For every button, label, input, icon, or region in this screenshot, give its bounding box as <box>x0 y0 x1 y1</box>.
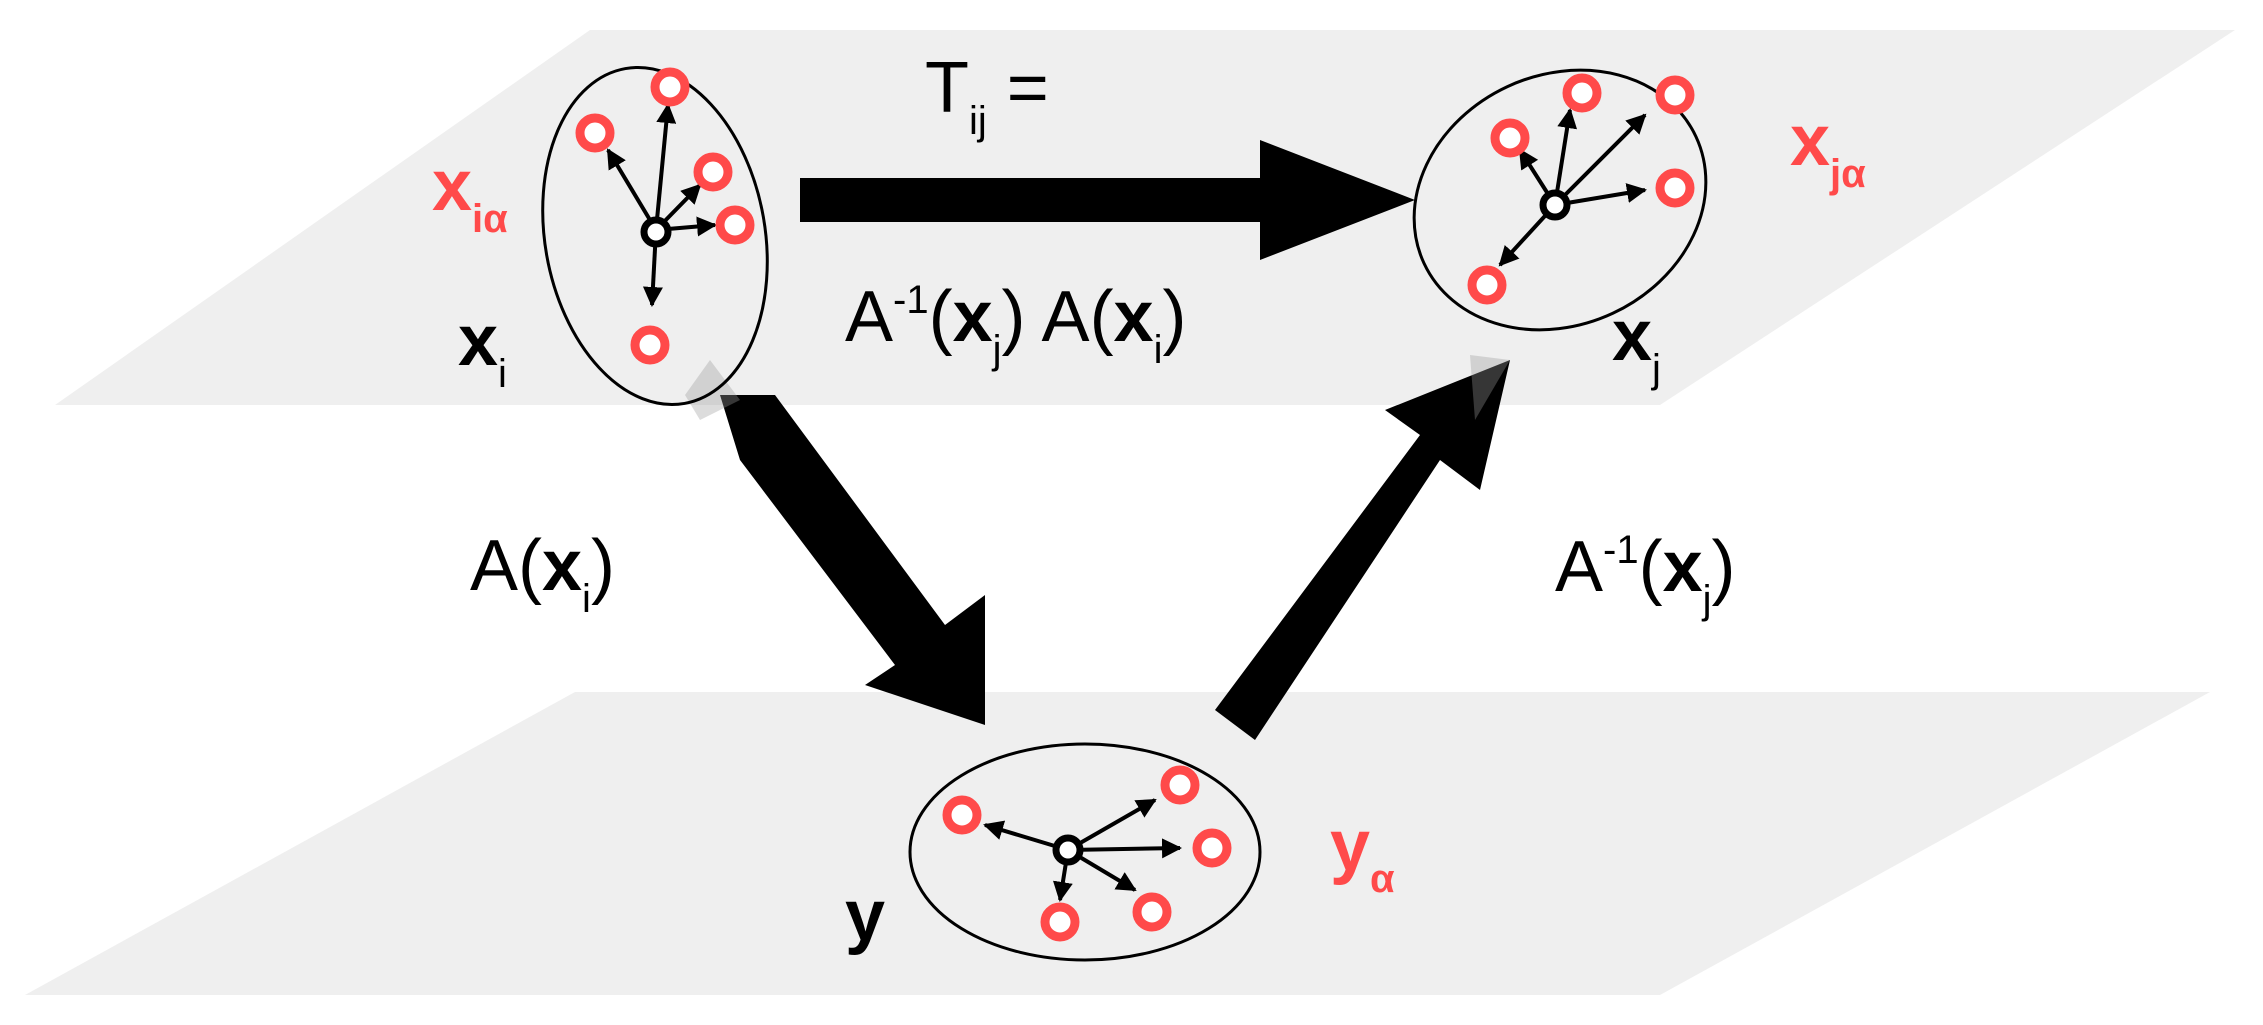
label-t-ij-equals: = <box>1006 48 1049 128</box>
label-x-i-alpha-base: x <box>432 146 473 226</box>
transform-arrow-down <box>685 360 985 725</box>
label-x-i-alpha-sub: iα <box>472 197 508 241</box>
up-open: ( <box>1638 527 1663 607</box>
label-x-j-alpha: xjα <box>1790 105 1866 194</box>
point-right-2 <box>1562 73 1602 113</box>
point-left-1 <box>650 67 690 107</box>
label-x-j-alpha-base: x <box>1790 101 1831 181</box>
rhs-a2-x: x <box>1113 277 1154 357</box>
label-up-arrow: A-1(xj) <box>1555 530 1736 620</box>
label-x-i-alpha: xiα <box>432 150 508 239</box>
cluster-bottom <box>908 742 1262 962</box>
point-bottom-3 <box>1192 828 1232 868</box>
up-x: x <box>1662 527 1703 607</box>
label-t-ij-base: T <box>925 48 969 128</box>
point-right-4 <box>1655 168 1695 208</box>
label-transform-rhs: A-1(xj) A(xi) <box>845 280 1186 370</box>
point-bottom-2 <box>1160 765 1200 805</box>
rhs-a1-open: ( <box>928 277 953 357</box>
point-right-1 <box>1490 118 1530 158</box>
label-x-i: xi <box>458 305 507 394</box>
up-close: ) <box>1711 527 1736 607</box>
rhs-a2-close: ) <box>1162 277 1187 357</box>
rhs-a1-close: ) <box>1001 277 1026 357</box>
up-sup: -1 <box>1603 528 1639 572</box>
label-y: y <box>845 880 885 952</box>
up-a: A <box>1555 527 1604 607</box>
label-down-arrow: A(xi) <box>470 530 615 619</box>
center-left <box>640 216 672 248</box>
label-y-alpha-base: y <box>1330 806 1371 886</box>
rhs-a1-sup: -1 <box>893 278 929 322</box>
point-bottom-1 <box>942 795 982 835</box>
label-x-j-alpha-sub: jα <box>1830 152 1866 196</box>
label-y-alpha: yα <box>1330 810 1395 899</box>
label-x-j-sub: j <box>1652 347 1661 391</box>
down-sub: i <box>582 577 591 621</box>
label-t-ij: Tij = <box>925 52 1049 141</box>
label-x-i-sub: i <box>498 352 507 396</box>
cluster-right <box>1412 68 1708 332</box>
down-a: A( <box>470 526 542 606</box>
down-close: ) <box>590 526 615 606</box>
cluster-left <box>541 65 769 407</box>
rhs-a1-sub: j <box>992 328 1002 372</box>
point-left-4 <box>715 205 755 245</box>
label-x-j-base: x <box>1612 296 1653 376</box>
rhs-a1-x: x <box>952 277 993 357</box>
label-x-i-base: x <box>458 301 499 381</box>
point-bottom-5 <box>1040 902 1080 942</box>
point-right-5 <box>1467 265 1507 305</box>
label-x-j: xj <box>1612 300 1661 389</box>
label-y-base: y <box>845 876 886 956</box>
rhs-a1: A <box>845 277 894 357</box>
rhs-a2-sub: i <box>1153 328 1163 372</box>
point-bottom-4 <box>1132 892 1172 932</box>
rhs-a2: A( <box>1041 277 1114 357</box>
up-sub: j <box>1702 578 1712 622</box>
down-x: x <box>542 526 583 606</box>
bottom-plane <box>25 692 2210 995</box>
label-y-alpha-sub: α <box>1370 857 1395 901</box>
center-bottom <box>1052 834 1084 866</box>
center-right <box>1539 189 1571 221</box>
point-left-5 <box>630 325 670 365</box>
point-left-2 <box>575 113 615 153</box>
label-t-ij-sub: ij <box>968 99 987 143</box>
transform-arrow-up <box>1215 355 1510 740</box>
point-right-3 <box>1655 75 1695 115</box>
transform-arrow-horizontal <box>800 140 1415 260</box>
point-left-3 <box>693 152 733 192</box>
